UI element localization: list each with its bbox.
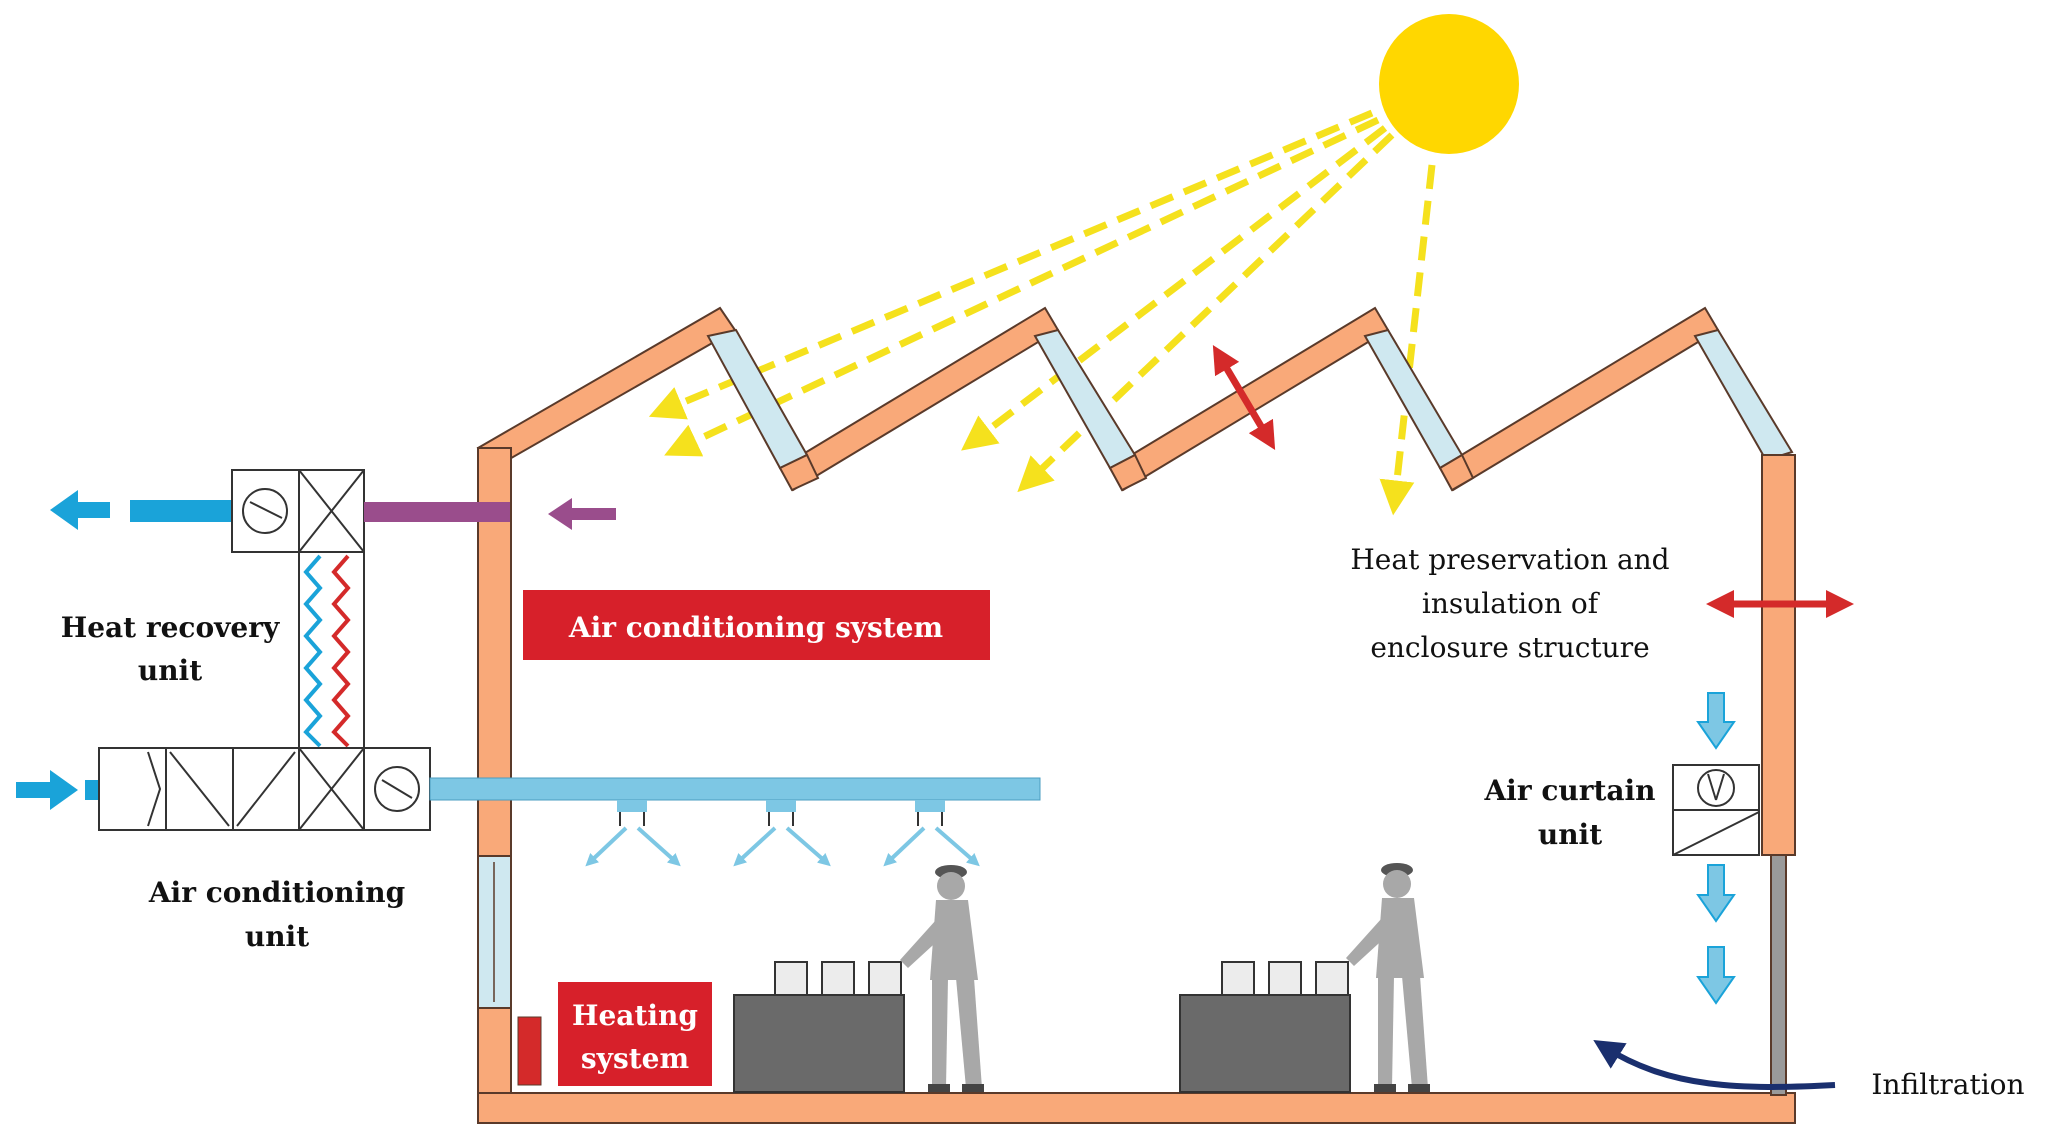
down-arrow-icon: [1696, 864, 1736, 923]
worker-left: [900, 865, 984, 1092]
cold-zigzag: [303, 554, 323, 748]
air-curtain-unit: [1672, 692, 1760, 1005]
down-arrow-icon: [1696, 692, 1736, 750]
machine-left: [733, 961, 905, 1093]
air-curtain-label-line2: unit: [1538, 818, 1602, 851]
radiator: [517, 1016, 542, 1086]
heating-system-label-line2: system: [581, 1042, 689, 1075]
air-conditioning-unit-label-line2: unit: [245, 920, 309, 953]
heating-system-box: [558, 982, 712, 1086]
sun-icon: [1379, 14, 1519, 154]
air-conditioning-system-box: [523, 590, 990, 660]
heat-preservation-label-line3: enclosure structure: [1370, 631, 1649, 664]
diffuser-arrows: [585, 826, 980, 867]
heating-system-label-line1: Heating: [572, 999, 698, 1032]
fan-icon: [374, 766, 420, 812]
air-conditioning-unit-label-line1: Air conditioning: [148, 876, 405, 909]
heat-recovery-unit: [50, 469, 616, 749]
heat-preservation-label-line1: Heat preservation and: [1350, 543, 1669, 576]
exhaust-arrow-icon: [50, 490, 110, 530]
machine-right: [1179, 961, 1351, 1093]
supply-duct: [429, 777, 1041, 867]
infiltration-label: Infiltration: [1871, 1068, 2024, 1101]
fan-icon: [1697, 769, 1735, 807]
air-conditioning-system-label: Air conditioning system: [568, 611, 943, 644]
air-conditioning-unit: [16, 747, 431, 831]
heat-recovery-label-line1: Heat recovery: [61, 611, 280, 644]
infiltration-arrow: [1593, 1040, 1836, 1090]
roof-heat-transfer-arrow: [1212, 344, 1276, 451]
fresh-air-arrow-icon: [16, 770, 78, 810]
worker-right: [1346, 863, 1430, 1092]
hot-zigzag: [331, 554, 351, 748]
air-curtain-label-line1: Air curtain: [1483, 774, 1655, 807]
fan-icon: [242, 488, 288, 534]
down-arrow-icon: [1696, 946, 1736, 1005]
building-enclosure: [476, 306, 1796, 1124]
return-air-arrow-icon: [548, 498, 616, 530]
heat-recovery-label-line2: unit: [138, 654, 202, 687]
heat-preservation-label-line2: insulation of: [1422, 587, 1601, 620]
